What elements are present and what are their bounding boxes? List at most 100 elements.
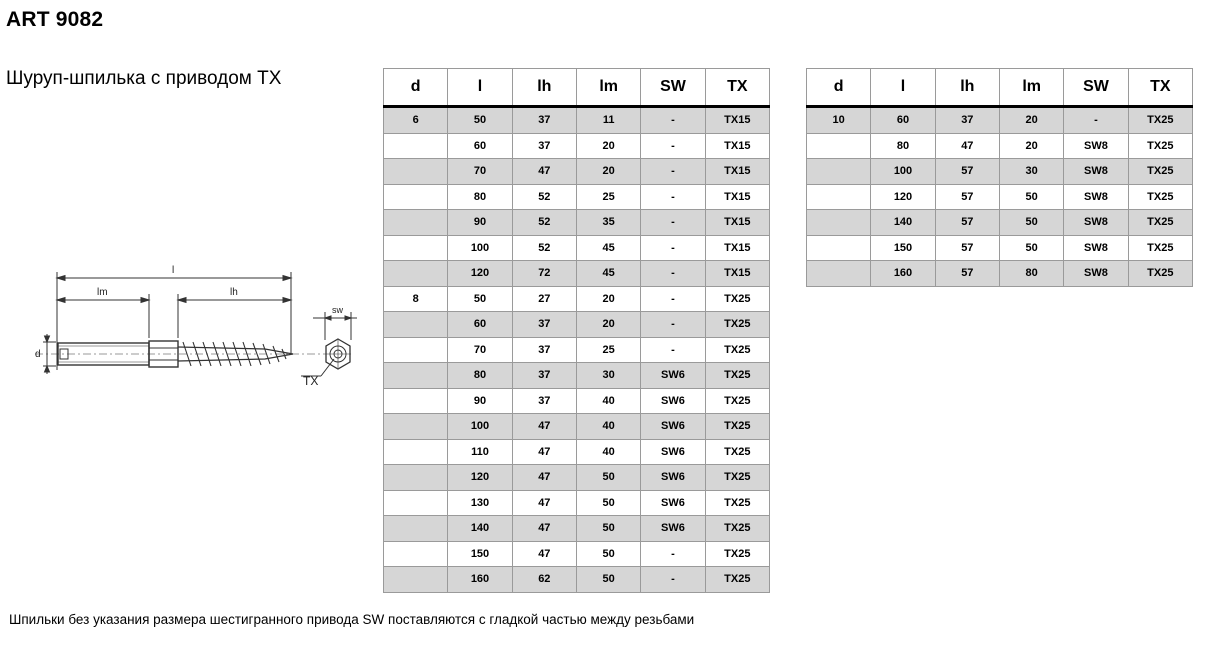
- table-cell: -: [1063, 106, 1129, 134]
- table-cell: 20: [998, 106, 1065, 134]
- table-cell: 47: [511, 540, 577, 567]
- table-cell: TX25: [704, 438, 771, 465]
- table-cell: 50: [575, 464, 642, 491]
- table-cell: 90: [447, 209, 513, 236]
- table-cell: 57: [934, 158, 1000, 185]
- table-cell: 27: [511, 285, 577, 312]
- column-header: l: [870, 68, 936, 108]
- table-cell: 37: [511, 362, 577, 389]
- table-cell: 20: [575, 158, 642, 185]
- table-cell: [382, 132, 449, 159]
- table-cell: 47: [934, 132, 1000, 159]
- table-cell: 50: [575, 515, 642, 542]
- table-cell: TX25: [1127, 132, 1194, 159]
- table-cell: 20: [575, 132, 642, 159]
- table-cell: TX15: [704, 158, 771, 185]
- table-cell: TX25: [704, 387, 771, 414]
- table-cell: TX15: [704, 209, 771, 236]
- table-cell: 100: [447, 413, 513, 440]
- column-header: TX: [1127, 68, 1194, 108]
- table-cell: 60: [447, 132, 513, 159]
- column-header: d: [382, 68, 449, 108]
- table-cell: TX25: [1127, 106, 1194, 134]
- table-cell: -: [640, 209, 706, 236]
- table-cell: 50: [575, 489, 642, 516]
- table-cell: 45: [575, 260, 642, 287]
- table-cell: -: [640, 336, 706, 363]
- table-cell: TX25: [704, 464, 771, 491]
- table-cell: 80: [447, 183, 513, 210]
- table-cell: 37: [511, 106, 577, 134]
- table-cell: [382, 566, 449, 593]
- table-cell: -: [640, 132, 706, 159]
- table-cell: [382, 209, 449, 236]
- product-subtitle: Шуруп-шпилька с приводом TX: [6, 68, 282, 89]
- table-cell: 70: [447, 158, 513, 185]
- table-cell: 30: [575, 362, 642, 389]
- table-cell: -: [640, 566, 706, 593]
- table-cell: SW8: [1063, 209, 1129, 236]
- table-cell: 47: [511, 438, 577, 465]
- table-cell: 72: [511, 260, 577, 287]
- table-cell: 90: [447, 387, 513, 414]
- table-cell: 47: [511, 515, 577, 542]
- table-cell: SW6: [640, 387, 706, 414]
- table-cell: 57: [934, 234, 1000, 261]
- table-cell: 40: [575, 413, 642, 440]
- table-cell: [805, 234, 872, 261]
- column-header: lm: [998, 68, 1065, 108]
- table-cell: TX25: [1127, 183, 1194, 210]
- table-cell: SW8: [1063, 234, 1129, 261]
- table-cell: 60: [870, 106, 936, 134]
- table-cell: 50: [998, 183, 1065, 210]
- table-cell: TX25: [704, 336, 771, 363]
- table-cell: 50: [998, 234, 1065, 261]
- table-cell: 130: [447, 489, 513, 516]
- dim-sw-label: sw: [332, 305, 344, 315]
- table-cell: TX25: [1127, 260, 1194, 287]
- table-cell: 70: [447, 336, 513, 363]
- table-cell: -: [640, 183, 706, 210]
- table-cell: TX25: [704, 515, 771, 542]
- table-cell: 25: [575, 336, 642, 363]
- table-cell: -: [640, 285, 706, 312]
- table-cell: [382, 260, 449, 287]
- table-cell: [382, 515, 449, 542]
- table-cell: SW8: [1063, 183, 1129, 210]
- table-cell: 80: [447, 362, 513, 389]
- table-cell: 45: [575, 234, 642, 261]
- table-cell: 10: [805, 106, 872, 134]
- column-header: lh: [934, 68, 1000, 108]
- table-cell: SW6: [640, 489, 706, 516]
- table-cell: 50: [447, 285, 513, 312]
- table-cell: [382, 158, 449, 185]
- table-cell: TX25: [1127, 209, 1194, 236]
- table-cell: 140: [870, 209, 936, 236]
- column-header: SW: [1063, 68, 1129, 108]
- table-cell: -: [640, 260, 706, 287]
- table-cell: 57: [934, 183, 1000, 210]
- table-cell: TX25: [704, 362, 771, 389]
- table-cell: 120: [447, 260, 513, 287]
- table-cell: TX25: [704, 566, 771, 593]
- table-cell: -: [640, 311, 706, 338]
- table-cell: -: [640, 234, 706, 261]
- table-cell: SW8: [1063, 260, 1129, 287]
- table-cell: [805, 209, 872, 236]
- table-cell: TX15: [704, 260, 771, 287]
